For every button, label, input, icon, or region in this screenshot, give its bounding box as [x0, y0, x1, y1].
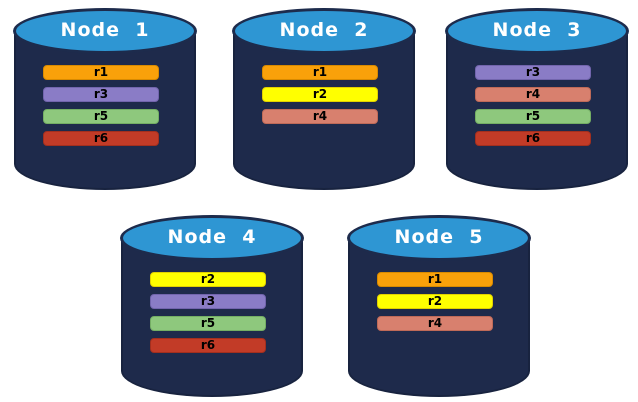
node-5-cylinder-top: Node 5	[347, 215, 531, 261]
node-5: Node 5 r1 r2 r4	[347, 215, 531, 397]
replica-bar-r2: r2	[377, 294, 493, 309]
replica-bar-r2: r2	[262, 87, 378, 102]
replica-bar-r5: r5	[150, 316, 266, 331]
node-2-replica-list: r1 r2 r4	[262, 65, 378, 124]
node-4: Node 4 r2 r3 r5 r6	[120, 215, 304, 397]
replica-bar-r2: r2	[150, 272, 266, 287]
node-4-replica-list: r2 r3 r5 r6	[150, 272, 266, 353]
replica-bar-r3: r3	[43, 87, 159, 102]
node-1: Node 1 r1 r3 r5 r6	[13, 8, 197, 190]
node-4-title: Node 4	[167, 226, 257, 248]
replica-bar-r6: r6	[150, 338, 266, 353]
replica-bar-r3: r3	[150, 294, 266, 309]
replica-bar-r4: r4	[262, 109, 378, 124]
replica-bar-r1: r1	[377, 272, 493, 287]
replica-bar-r5: r5	[475, 109, 591, 124]
node-3-cylinder-top: Node 3	[445, 8, 629, 54]
node-3-title: Node 3	[492, 19, 582, 41]
replica-bar-r4: r4	[377, 316, 493, 331]
node-5-title: Node 5	[394, 226, 484, 248]
replica-bar-r1: r1	[43, 65, 159, 80]
node-2: Node 2 r1 r2 r4	[232, 8, 416, 190]
node-3: Node 3 r3 r4 r5 r6	[445, 8, 629, 190]
node-1-title: Node 1	[60, 19, 150, 41]
node-1-cylinder-top: Node 1	[13, 8, 197, 54]
node-4-cylinder-top: Node 4	[120, 215, 304, 261]
node-1-replica-list: r1 r3 r5 r6	[43, 65, 159, 146]
replica-bar-r6: r6	[475, 131, 591, 146]
replica-bar-r3: r3	[475, 65, 591, 80]
node-2-cylinder-top: Node 2	[232, 8, 416, 54]
replica-bar-r1: r1	[262, 65, 378, 80]
node-3-replica-list: r3 r4 r5 r6	[475, 65, 591, 146]
replica-bar-r4: r4	[475, 87, 591, 102]
node-5-replica-list: r1 r2 r4	[377, 272, 493, 331]
replica-bar-r6: r6	[43, 131, 159, 146]
replica-bar-r5: r5	[43, 109, 159, 124]
node-2-title: Node 2	[279, 19, 369, 41]
